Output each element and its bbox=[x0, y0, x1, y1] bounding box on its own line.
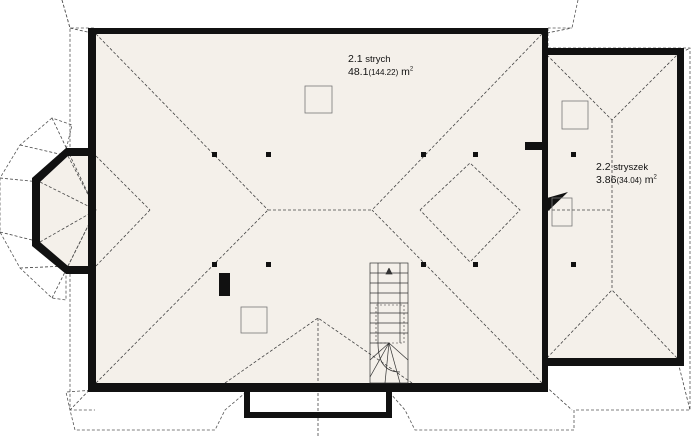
roof-ridges bbox=[0, 27, 691, 437]
stair-opening bbox=[375, 304, 405, 344]
room-label-strych: 2.1 strych 48.1(144.22) m2 bbox=[348, 53, 414, 79]
strych-floor bbox=[96, 34, 542, 383]
staircase bbox=[369, 262, 409, 384]
room-label-stryszek: 2.2 stryszek 3.86(34.04) m2 bbox=[596, 161, 657, 187]
roof-posts bbox=[212, 152, 576, 267]
skylights bbox=[240, 85, 589, 334]
